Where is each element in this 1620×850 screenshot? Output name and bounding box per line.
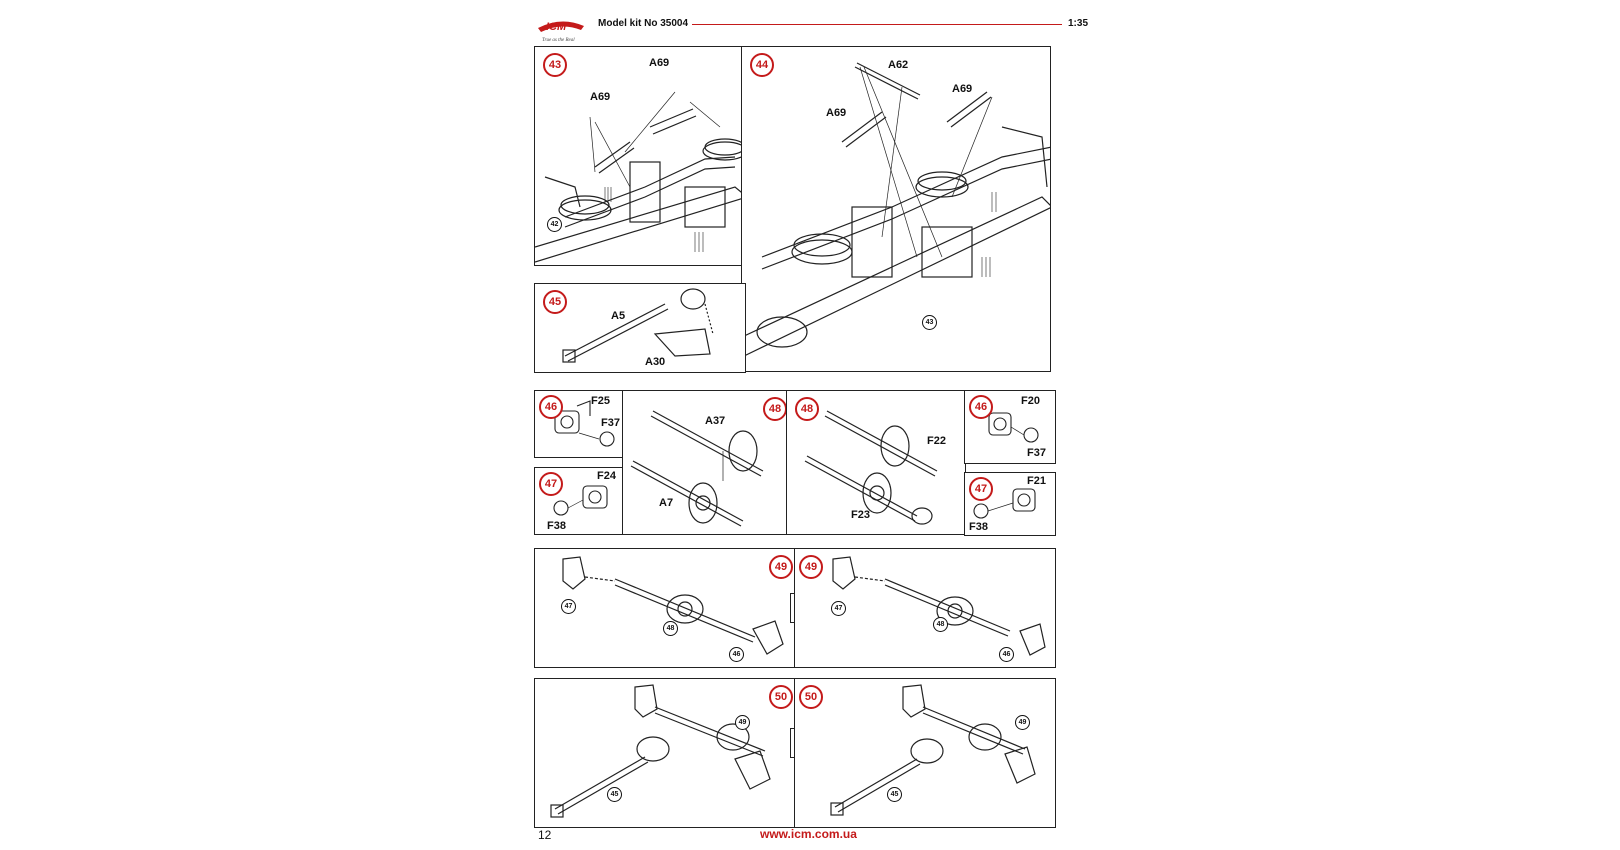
part-label: A62 <box>888 59 909 71</box>
step-46-right-drawing <box>988 412 1039 443</box>
logo-tagline: True as the Real <box>542 38 575 43</box>
step-47-panel-right: 47 F21 F38 <box>964 472 1056 536</box>
step-reference: 45 <box>607 787 622 802</box>
step-48-left-drawing <box>630 410 764 527</box>
step-reference-42: 42 <box>547 217 562 232</box>
part-label: A5 <box>611 310 626 322</box>
part-label: F37 <box>1027 447 1046 459</box>
kit-number: Model kit No 35004 <box>598 18 689 29</box>
part-label: A69 <box>649 57 670 69</box>
step-number-49: 49 <box>799 555 823 579</box>
icm-logo: ICM True as the Real <box>538 21 584 43</box>
step-49-right-drawing <box>832 556 1046 656</box>
step-44-drawing <box>742 62 1050 358</box>
part-label: A7 <box>659 497 674 509</box>
part-label: F38 <box>969 521 988 533</box>
part-label: F20 <box>1021 395 1040 407</box>
part-label: F37 <box>601 417 620 429</box>
step-46-left-drawing <box>554 400 615 447</box>
step-43-panel: 43 A69 A69 42 <box>534 46 746 266</box>
header-rule <box>692 24 1062 25</box>
step-reference: 46 <box>999 647 1014 662</box>
part-label: F24 <box>597 470 616 482</box>
step-reference: 46 <box>729 647 744 662</box>
step-46-panel-left: 46 F25 F37 <box>534 390 626 458</box>
part-label: A30 <box>645 356 666 368</box>
step-number-45: 45 <box>543 290 567 314</box>
step-49-left-drawing <box>562 556 784 655</box>
step-48-right-drawing <box>804 410 938 525</box>
website-link[interactable]: www.icm.com.ua <box>760 827 857 841</box>
page-number: 12 <box>538 828 552 842</box>
part-label: A69 <box>590 91 611 103</box>
scale: 1:35 <box>1068 18 1089 29</box>
part-label: A37 <box>705 415 726 427</box>
step-47-right-drawing <box>973 488 1036 519</box>
step-reference-43: 43 <box>922 315 937 330</box>
step-49-panel-left: 49 47 48 46 <box>534 548 796 668</box>
part-label: A69 <box>826 107 847 119</box>
step-50-panel-left: 50 49 45 <box>534 678 796 828</box>
step-46-panel-right: 46 F20 F37 <box>964 390 1056 464</box>
step-number-46: 46 <box>539 395 563 419</box>
step-44-panel: 44 A62 A69 A69 43 <box>741 46 1051 372</box>
part-label: F21 <box>1027 475 1046 487</box>
step-49-panel-right: 49 47 48 46 <box>794 548 1056 668</box>
step-50-panel-right: 50 49 45 <box>794 678 1056 828</box>
part-label: F22 <box>927 435 946 447</box>
step-reference: 49 <box>1015 715 1030 730</box>
step-number-43: 43 <box>543 53 567 77</box>
step-number-49: 49 <box>769 555 793 579</box>
step-43-drawing <box>535 91 745 263</box>
step-48-panel-right: 48 F22 F23 <box>786 390 966 535</box>
step-number-50: 50 <box>769 685 793 709</box>
step-50-right-drawing <box>830 684 1036 816</box>
step-45-panel: 45 A5 A30 <box>534 283 746 373</box>
step-45-drawing <box>562 288 714 363</box>
step-number-47: 47 <box>539 472 563 496</box>
step-number-46: 46 <box>969 395 993 419</box>
step-reference: 45 <box>887 787 902 802</box>
part-label: F38 <box>547 520 566 532</box>
step-reference: 47 <box>561 599 576 614</box>
step-50-left-drawing <box>550 684 771 818</box>
svg-text:ICM: ICM <box>546 21 567 33</box>
step-47-left-drawing <box>553 485 608 516</box>
step-47-panel-left: 47 F24 F38 <box>534 467 626 535</box>
step-number-48: 48 <box>795 397 819 421</box>
part-label: A69 <box>952 83 973 95</box>
part-label: F25 <box>591 395 610 407</box>
step-48-panel-left: 48 A37 A7 <box>622 390 788 535</box>
step-reference: 48 <box>663 621 678 636</box>
step-number-47: 47 <box>969 477 993 501</box>
part-label: F23 <box>851 509 870 521</box>
step-number-50: 50 <box>799 685 823 709</box>
step-reference: 47 <box>831 601 846 616</box>
step-number-48: 48 <box>763 397 787 421</box>
step-reference: 49 <box>735 715 750 730</box>
step-number-44: 44 <box>750 53 774 77</box>
instruction-page: ICM True as the Real Model kit No 35004 … <box>534 0 1096 850</box>
step-reference: 48 <box>933 617 948 632</box>
